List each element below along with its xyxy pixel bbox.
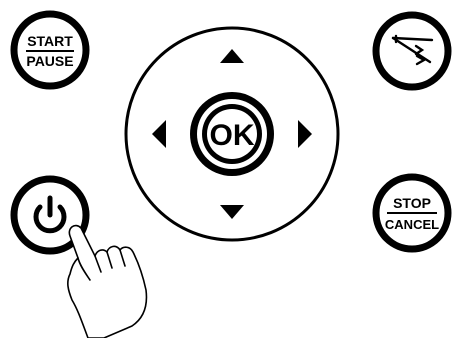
- stop-cancel-button[interactable]: STOP CANCEL: [376, 177, 448, 249]
- pause-label: PAUSE: [26, 53, 73, 69]
- ok-label: OK: [210, 119, 255, 152]
- dial-button[interactable]: [376, 15, 448, 87]
- cancel-label: CANCEL: [385, 217, 439, 232]
- start-label: START: [27, 33, 73, 49]
- stop-label: STOP: [393, 195, 431, 211]
- pointing-hand-icon: [68, 226, 147, 338]
- navigation-dial: OK: [126, 28, 338, 240]
- start-pause-button[interactable]: START PAUSE: [14, 14, 86, 86]
- ok-button[interactable]: OK: [190, 92, 274, 176]
